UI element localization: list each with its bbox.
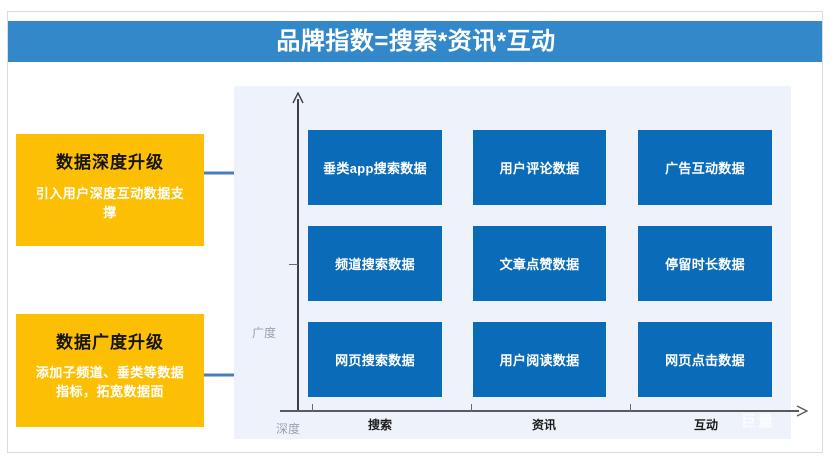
y-axis-arrow-icon xyxy=(291,91,305,104)
x-axis-label: 深度 xyxy=(276,422,301,436)
data-box-r2c1[interactable]: 频道搜索数据 xyxy=(308,226,442,301)
data-box-r1c3[interactable]: 广告互动数据 xyxy=(638,130,772,205)
y-axis-tick xyxy=(289,264,298,265)
category-label-search: 搜索 xyxy=(367,418,393,432)
x-axis-tick xyxy=(630,404,631,412)
callout-depth-title: 数据深度升级 xyxy=(56,153,164,172)
y-axis-line xyxy=(297,99,299,411)
matrix-chart-panel: 广度 深度 搜索 资讯 互动 垂类app搜索数据 用户评论数据 广告互动数据 频… xyxy=(234,86,809,439)
data-box-r3c2[interactable]: 用户阅读数据 xyxy=(473,322,606,397)
callout-data-breadth: 数据广度升级 添加子频道、垂类等数据指标，拓宽数据面 xyxy=(16,314,204,427)
data-box-r2c3[interactable]: 停留时长数据 xyxy=(638,226,772,301)
title-banner: 品牌指数=搜索*资讯*互动 xyxy=(8,21,822,62)
category-label-interact: 互动 xyxy=(693,418,719,432)
page-title: 品牌指数=搜索*资讯*互动 xyxy=(276,27,556,55)
x-axis-tick xyxy=(471,404,472,412)
data-box-r3c1[interactable]: 网页搜索数据 xyxy=(308,322,442,397)
x-axis-line xyxy=(280,410,799,412)
callout-breadth-body: 添加子频道、垂类等数据指标，拓宽数据面 xyxy=(35,364,185,399)
callout-breadth-title: 数据广度升级 xyxy=(56,333,164,352)
data-box-r3c3[interactable]: 网页点击数据 xyxy=(638,322,772,397)
slide-canvas: 品牌指数=搜索*资讯*互动 数据深度升级 引入用户深度互动数据支撑 数据广度升级… xyxy=(7,11,823,453)
callout-data-depth: 数据深度升级 引入用户深度互动数据支撑 xyxy=(16,134,204,246)
callout-depth-body: 引入用户深度互动数据支撑 xyxy=(35,185,185,220)
x-axis-tick xyxy=(312,404,313,412)
x-axis-arrow-icon xyxy=(794,404,809,418)
data-box-r2c2[interactable]: 文章点赞数据 xyxy=(473,226,606,301)
y-axis-label: 广度 xyxy=(252,326,277,340)
data-box-r1c2[interactable]: 用户评论数据 xyxy=(473,130,606,205)
data-box-r1c1[interactable]: 垂类app搜索数据 xyxy=(308,130,442,205)
category-label-news: 资讯 xyxy=(531,418,557,432)
watermark: 巨量 xyxy=(740,413,775,430)
